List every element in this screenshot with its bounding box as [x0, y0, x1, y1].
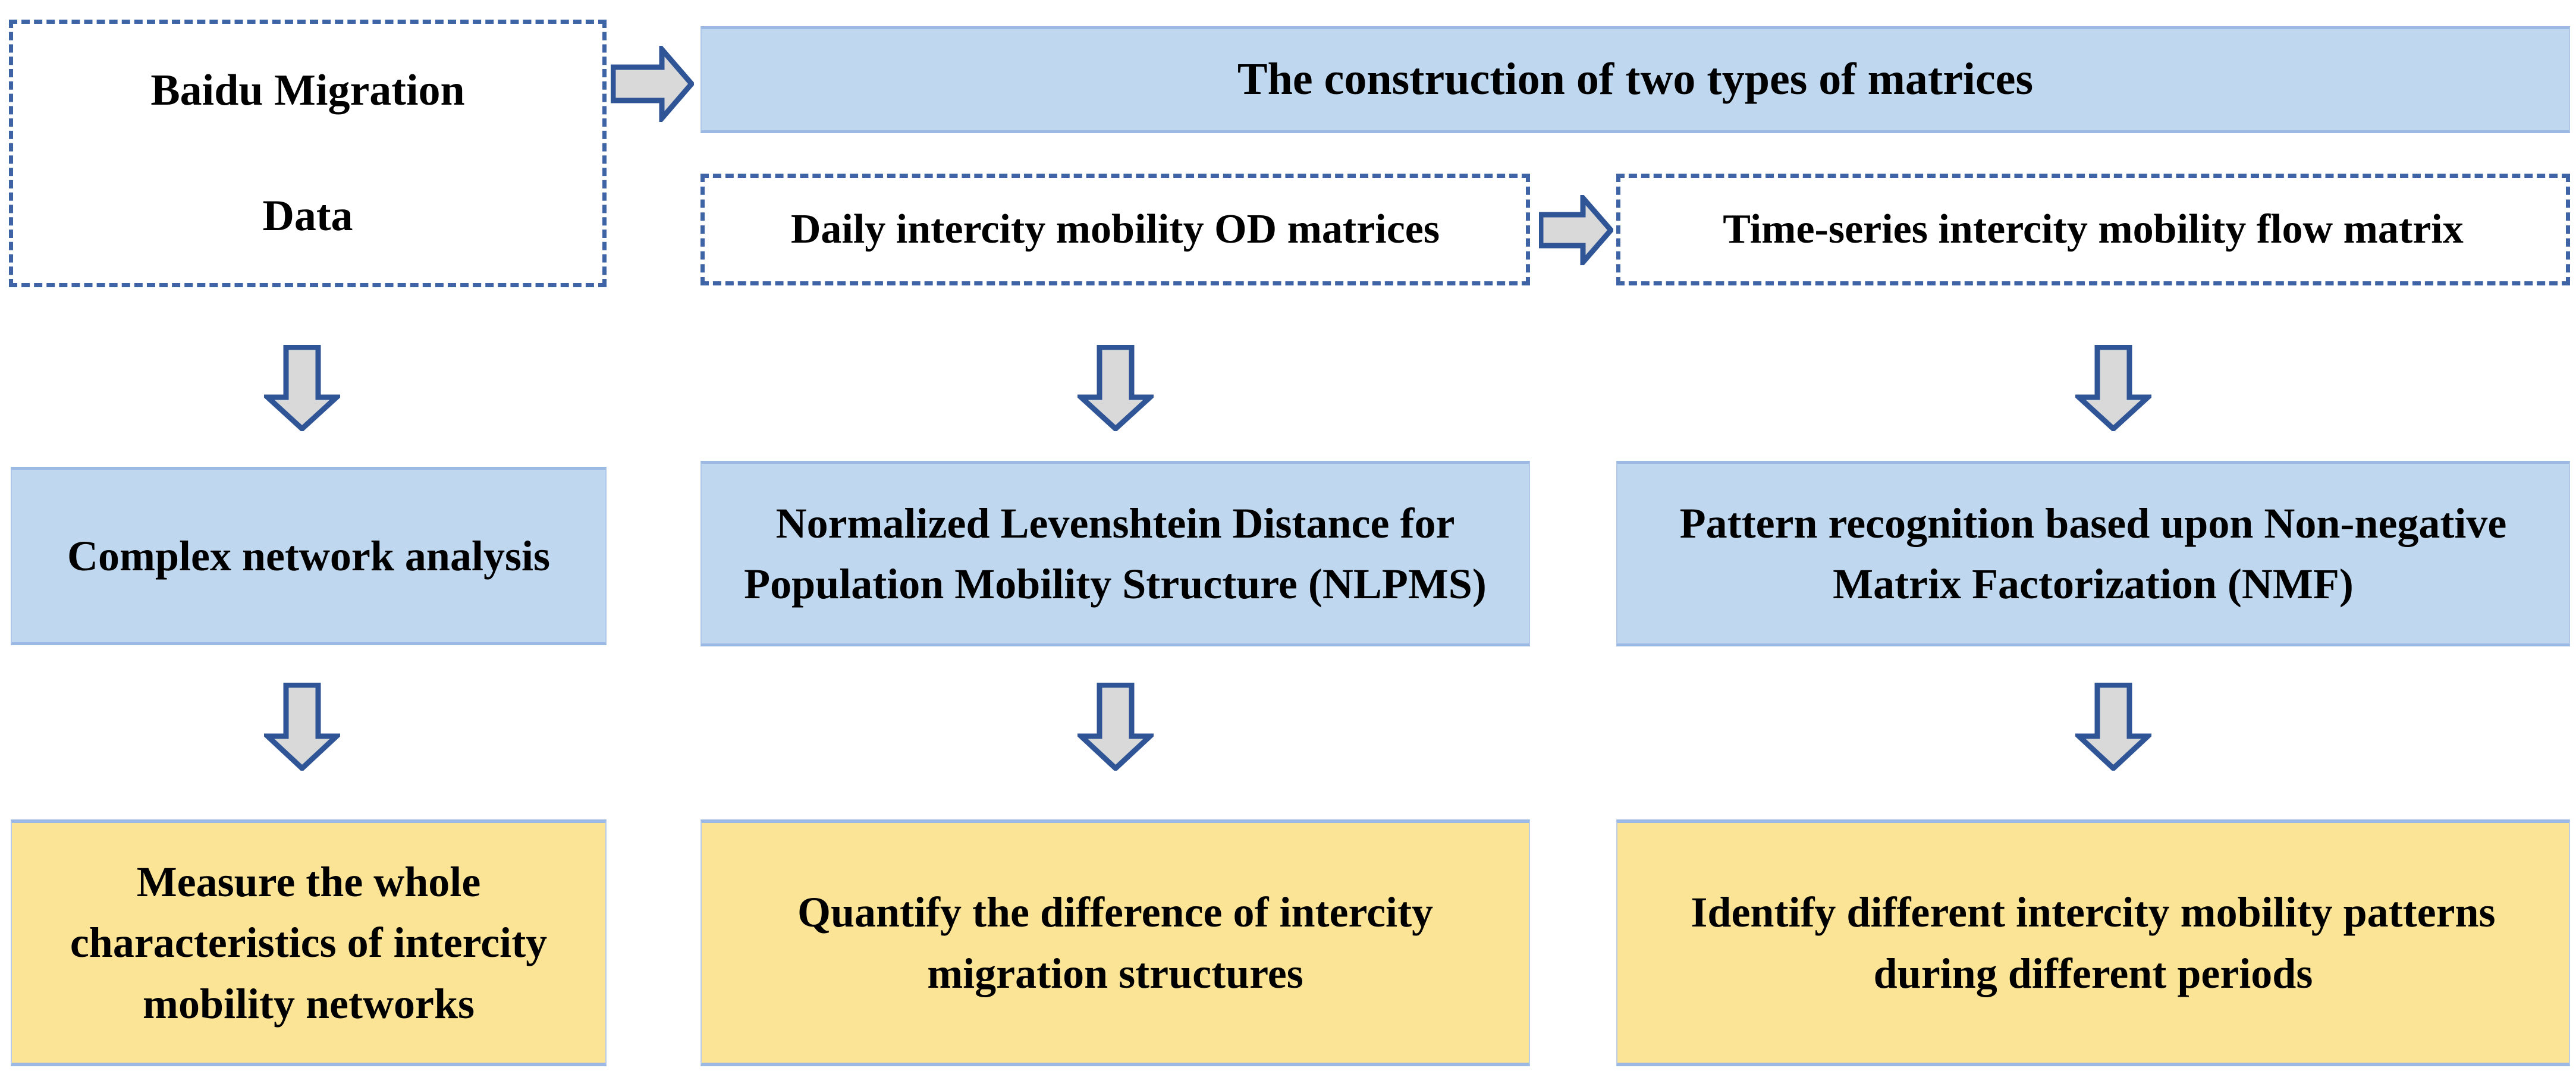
- node-complex-network-analysis: Complex network analysis: [11, 467, 607, 645]
- node-nlpms-label: Normalized Levenshtein Distance for Popu…: [744, 499, 1487, 608]
- node-quantify-migration-difference: Quantify the difference of intercity mig…: [700, 819, 1530, 1066]
- node-quantify-migration-difference-label: Quantify the difference of intercity mig…: [797, 888, 1434, 997]
- arrow-down-right-1: [2075, 345, 2151, 431]
- node-construction-banner-label: The construction of two types of matrice…: [1237, 54, 2034, 105]
- node-construction-banner: The construction of two types of matrice…: [700, 26, 2570, 133]
- node-nlpms: Normalized Levenshtein Distance for Popu…: [700, 461, 1530, 646]
- node-daily-od-matrices-label: Daily intercity mobility OD matrices: [790, 206, 1440, 253]
- node-timeseries-flow-matrix: Time-series intercity mobility flow matr…: [1616, 174, 2570, 285]
- node-identify-mobility-patterns: Identify different intercity mobility pa…: [1616, 819, 2570, 1066]
- node-baidu-migration-data-label: Baidu Migration Data: [13, 59, 602, 247]
- arrow-right-od-to-timeseries: [1539, 195, 1613, 265]
- node-timeseries-flow-matrix-label: Time-series intercity mobility flow matr…: [1723, 206, 2464, 253]
- node-baidu-migration-data: Baidu Migration Data: [9, 20, 607, 287]
- arrow-down-left-1: [264, 345, 340, 431]
- arrow-down-middle-2: [1077, 683, 1154, 771]
- arrow-down-middle-1: [1077, 345, 1154, 431]
- node-measure-network-characteristics-label: Measure the whole characteristics of int…: [70, 858, 548, 1028]
- arrow-down-right-2: [2075, 683, 2151, 771]
- node-complex-network-analysis-label: Complex network analysis: [67, 532, 551, 580]
- node-nmf: Pattern recognition based upon Non-negat…: [1616, 461, 2570, 646]
- node-daily-od-matrices: Daily intercity mobility OD matrices: [700, 174, 1530, 285]
- arrow-right-source-to-banner: [611, 46, 694, 122]
- node-baidu-migration-data-line2: Data: [262, 191, 353, 240]
- node-identify-mobility-patterns-label: Identify different intercity mobility pa…: [1691, 888, 2496, 997]
- node-baidu-migration-data-line1: Baidu Migration: [150, 66, 465, 115]
- arrow-down-left-2: [264, 683, 340, 771]
- node-nmf-label: Pattern recognition based upon Non-negat…: [1679, 499, 2507, 608]
- node-measure-network-characteristics: Measure the whole characteristics of int…: [11, 819, 607, 1066]
